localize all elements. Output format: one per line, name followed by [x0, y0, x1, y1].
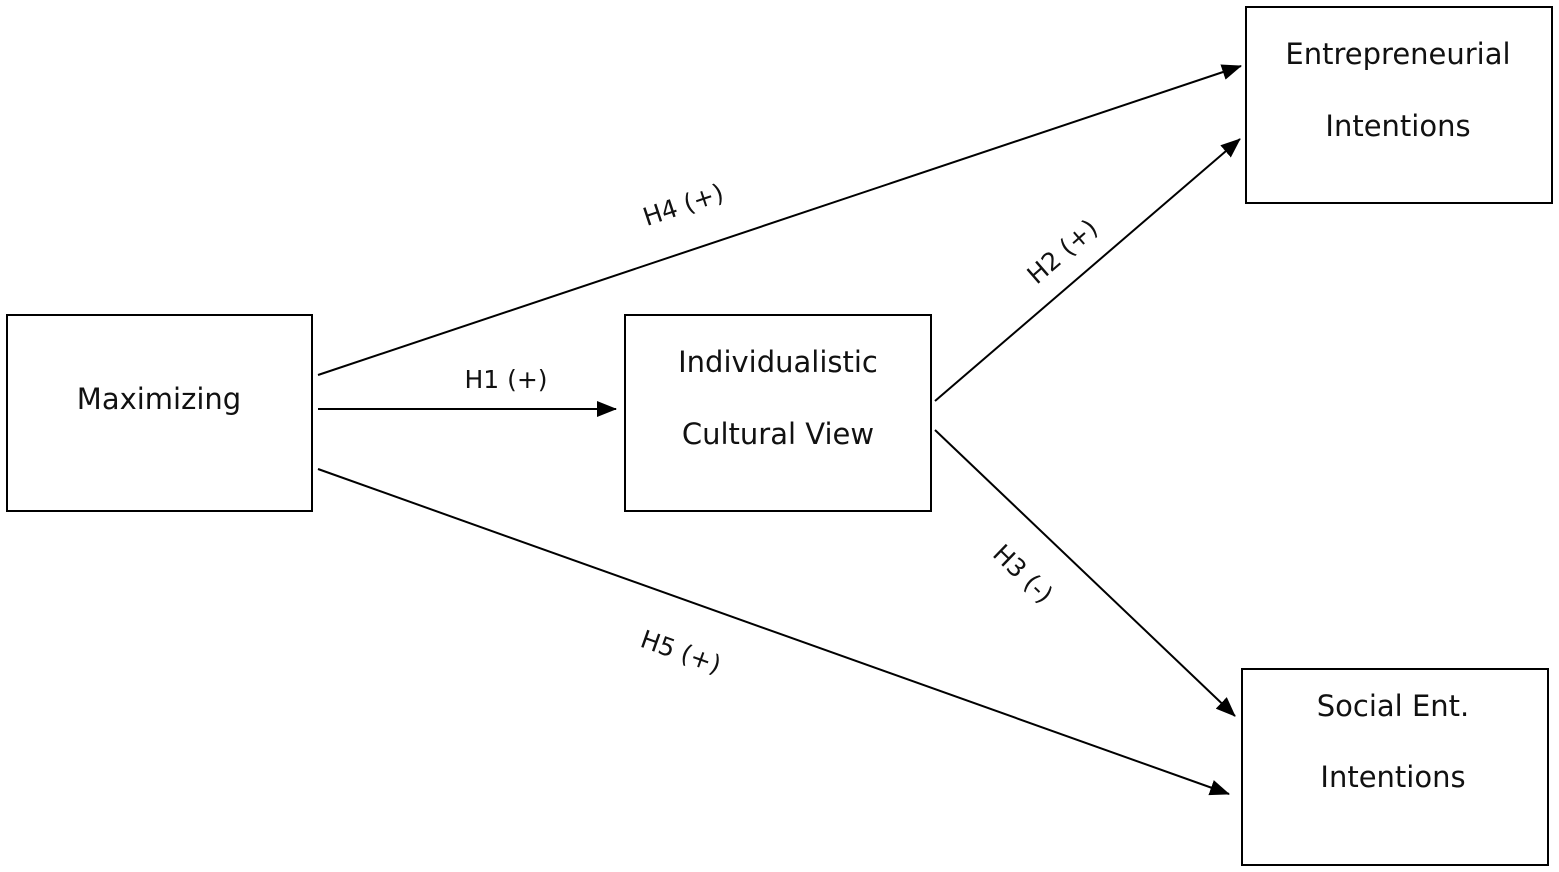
- node-social-label-line1: Social Ent.: [1317, 689, 1470, 723]
- edge-label-h4: H4 (+): [639, 178, 727, 232]
- edge-label-h3: H3 (-): [987, 539, 1058, 609]
- edge-h3: H3 (-): [934, 429, 1236, 717]
- node-social: Social Ent. Intentions: [1241, 668, 1549, 866]
- edge-label-h1: H1 (+): [464, 365, 547, 394]
- node-entrepreneurial-box: [1245, 6, 1553, 204]
- node-entrepreneurial: Entrepreneurial Intentions: [1245, 6, 1553, 204]
- arrow-h2: [934, 138, 1241, 402]
- node-individualistic-label-line2: Cultural View: [682, 417, 874, 451]
- node-individualistic-label-line1: Individualistic: [678, 345, 878, 379]
- edge-h5: H5 (+): [317, 468, 1230, 796]
- arrow-h3: [934, 429, 1236, 717]
- node-social-box: [1241, 668, 1549, 866]
- edge-label-h2: H2 (+): [1022, 213, 1104, 289]
- node-individualistic-box: [624, 314, 932, 512]
- node-entrepreneurial-label-line2: Intentions: [1325, 109, 1470, 143]
- node-social-label-line2: Intentions: [1320, 760, 1465, 794]
- edge-label-h5: H5 (+): [637, 624, 725, 679]
- node-entrepreneurial-label-line1: Entrepreneurial: [1285, 37, 1510, 71]
- edge-h1: H1 (+): [318, 365, 617, 417]
- arrow-h5: [317, 468, 1230, 796]
- arrow-h4: [317, 64, 1242, 376]
- node-maximizing-label: Maximizing: [77, 382, 241, 416]
- edge-h2: H2 (+): [934, 138, 1241, 402]
- node-maximizing-box: [6, 314, 313, 512]
- node-maximizing: Maximizing: [6, 314, 313, 512]
- node-individualistic: Individualistic Cultural View: [624, 314, 932, 512]
